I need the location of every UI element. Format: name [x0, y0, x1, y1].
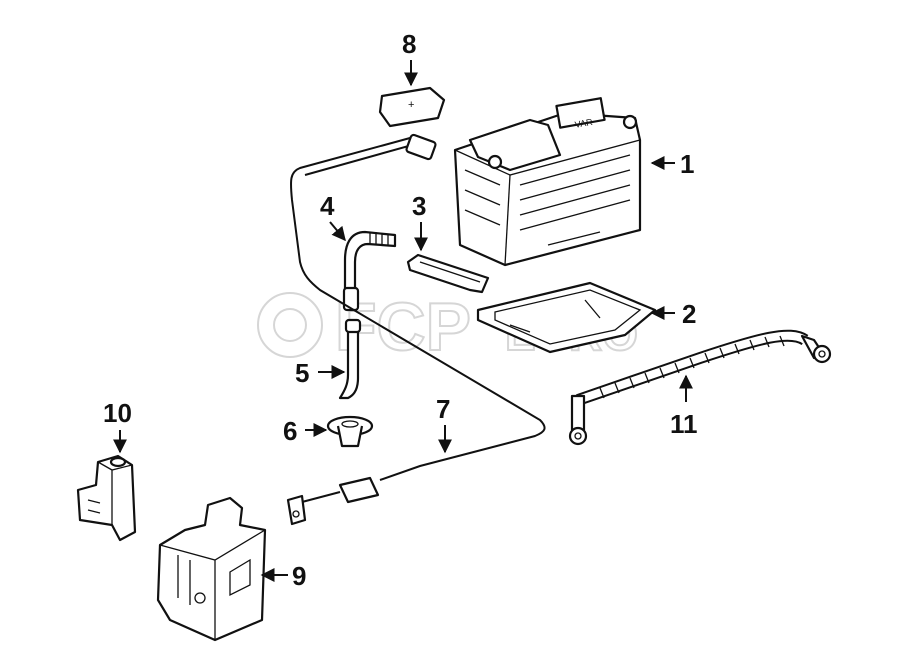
- callout-2: 2: [682, 299, 696, 329]
- battery-label: VAR: [574, 117, 594, 130]
- callout-11: 11: [670, 409, 698, 439]
- callout-10: 10: [103, 398, 132, 428]
- grommet-illustration[interactable]: [326, 415, 374, 448]
- callout-8: 8: [402, 29, 416, 59]
- callout-1: 1: [680, 149, 694, 179]
- relay-illustration[interactable]: [76, 454, 137, 542]
- battery-tray-illustration[interactable]: [476, 281, 657, 354]
- callout-9: 9: [292, 561, 306, 591]
- positive-cable-illustration[interactable]: [286, 133, 546, 526]
- hold-down-clamp-illustration[interactable]: [406, 253, 490, 294]
- callout-5: 5: [295, 358, 309, 388]
- vent-hose-lower-illustration[interactable]: [338, 318, 362, 400]
- ground-strap-illustration[interactable]: [568, 329, 832, 446]
- terminal-cover-mark: +: [408, 99, 414, 111]
- vent-hose-upper-illustration[interactable]: [342, 230, 397, 312]
- terminal-cover-illustration[interactable]: +: [378, 86, 446, 128]
- callout-6: 6: [283, 416, 297, 446]
- battery-illustration[interactable]: VAR: [453, 97, 642, 267]
- watermark-logo-icon: [257, 292, 323, 358]
- fuse-box-illustration[interactable]: [156, 496, 267, 642]
- callout-3: 3: [412, 191, 426, 221]
- callout-7: 7: [436, 394, 450, 424]
- callout-4: 4: [320, 191, 335, 221]
